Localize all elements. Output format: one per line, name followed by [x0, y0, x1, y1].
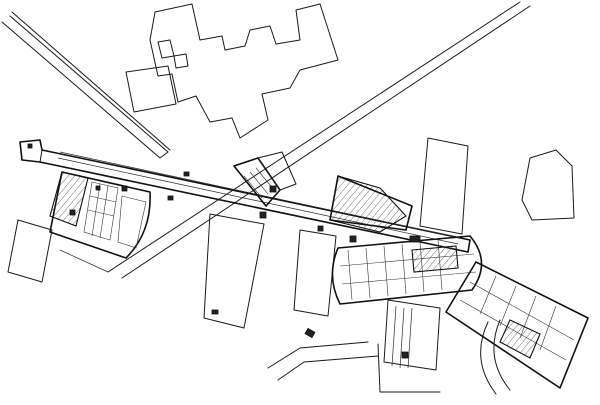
central-blocks [203, 213, 337, 329]
east-pavilion [331, 235, 483, 305]
surrounding-buildings-north [125, 3, 339, 139]
south-entrance [383, 299, 441, 371]
site-paths [267, 319, 511, 395]
railway-lines [1, 1, 531, 279]
east-tower-block [419, 137, 469, 235]
east-kiosk [521, 149, 575, 221]
southeast-wing [445, 261, 589, 389]
structural-marks [27, 143, 421, 339]
west-pavilion [49, 171, 151, 259]
west-annex [7, 219, 53, 283]
central-east-building [329, 175, 413, 233]
